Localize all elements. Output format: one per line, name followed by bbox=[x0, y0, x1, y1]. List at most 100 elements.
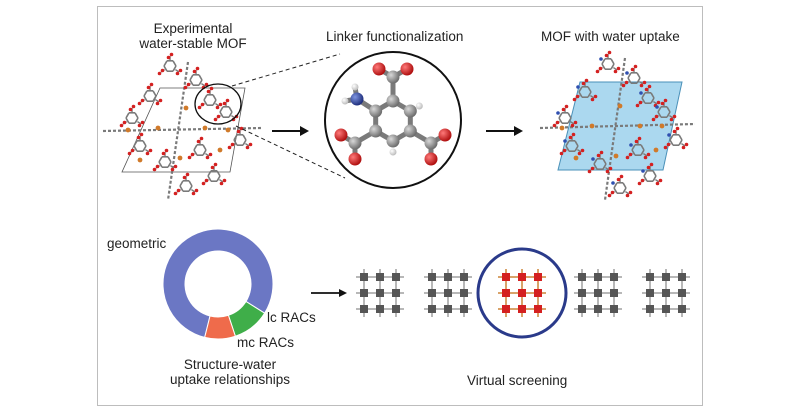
oxygen-atom bbox=[210, 165, 215, 170]
metal-node bbox=[573, 155, 579, 161]
grid-node bbox=[460, 305, 468, 313]
grid-node bbox=[646, 305, 654, 313]
oxygen-atom bbox=[209, 86, 214, 91]
grid-node bbox=[646, 289, 654, 297]
figure-frame bbox=[97, 6, 703, 406]
oxygen-atom bbox=[604, 53, 609, 58]
grid-node bbox=[392, 273, 400, 281]
oxygen-atom bbox=[655, 181, 660, 186]
oxygen-atom bbox=[562, 148, 567, 153]
oxygen-atom bbox=[130, 148, 135, 153]
oxygen-atom bbox=[633, 64, 638, 69]
grid-node bbox=[428, 305, 436, 313]
oxygen-atom bbox=[139, 132, 144, 137]
carbon-atom bbox=[424, 136, 438, 150]
oxygen-atom bbox=[438, 128, 452, 142]
oxygen-atom bbox=[216, 114, 221, 119]
oxygen-atom bbox=[663, 145, 668, 150]
grid-node bbox=[376, 289, 384, 297]
oxygen-atom bbox=[128, 107, 133, 112]
oxygen-atom bbox=[605, 169, 610, 174]
oxygen-atom bbox=[119, 123, 124, 128]
oxygen-atom bbox=[607, 193, 612, 198]
oxygen-atom bbox=[127, 151, 132, 156]
grid-node bbox=[518, 305, 526, 313]
oxygen-atom bbox=[191, 191, 196, 196]
oxygen-atom bbox=[185, 172, 190, 177]
oxygen-atom bbox=[140, 98, 145, 103]
oxygen-atom bbox=[199, 136, 204, 141]
grid-node bbox=[444, 289, 452, 297]
oxygen-atom bbox=[570, 123, 575, 128]
oxygen-atom bbox=[610, 190, 615, 195]
arrow-right-icon bbox=[311, 289, 347, 297]
oxygen-atom bbox=[644, 87, 649, 92]
grid-node bbox=[502, 273, 510, 281]
oxygen-atom bbox=[245, 145, 250, 150]
carbon-atom bbox=[386, 134, 400, 148]
oxygen-atom bbox=[621, 83, 626, 88]
oxygen-atom bbox=[160, 68, 165, 73]
oxygen-atom bbox=[197, 105, 202, 110]
oxygen-atom bbox=[213, 162, 218, 167]
oxygen-atom bbox=[146, 85, 151, 90]
nitrogen-atom bbox=[563, 139, 567, 143]
grid-node bbox=[376, 273, 384, 281]
nitrogen-atom bbox=[591, 157, 595, 161]
oxygen-atom bbox=[608, 166, 613, 171]
oxygen-atom bbox=[190, 152, 195, 157]
oxygen-atom bbox=[640, 178, 645, 183]
metal-node bbox=[202, 125, 208, 131]
carbon-atom bbox=[386, 94, 400, 108]
oxygen-atom bbox=[669, 117, 674, 122]
oxygen-atom bbox=[646, 152, 651, 157]
oxygen-atom bbox=[637, 181, 642, 186]
oxygen-atom bbox=[136, 135, 141, 140]
oxygen-atom bbox=[170, 167, 175, 172]
carbon-atom bbox=[369, 124, 383, 138]
oxygen-atom bbox=[581, 81, 586, 86]
oxygen-atom bbox=[684, 142, 689, 147]
virtual-screening-grids bbox=[356, 269, 690, 317]
oxygen-atom bbox=[222, 178, 227, 183]
grid-node bbox=[534, 305, 542, 313]
experimental-mof-title: Experimental water-stable MOF bbox=[139, 21, 247, 51]
oxygen-atom bbox=[568, 135, 573, 140]
oxygen-atom bbox=[122, 120, 127, 125]
oxygen-atom bbox=[205, 155, 210, 160]
oxygen-atom bbox=[248, 142, 253, 147]
carbon-atom bbox=[386, 70, 400, 84]
oxygen-atom bbox=[590, 166, 595, 171]
metal-node bbox=[617, 103, 623, 109]
nitrogen-atom bbox=[629, 143, 633, 147]
highlight-ellipse bbox=[194, 83, 242, 125]
oxygen-atom bbox=[178, 68, 183, 73]
oxygen-atom bbox=[372, 62, 386, 76]
oxygen-atom bbox=[625, 193, 630, 198]
metal-node bbox=[225, 127, 231, 133]
nitrogen-atom bbox=[611, 181, 615, 185]
oxygen-atom bbox=[613, 69, 618, 74]
oxygen-atom bbox=[194, 188, 199, 193]
oxygen-atom bbox=[681, 145, 686, 150]
grid-node bbox=[460, 289, 468, 297]
oxygen-atom bbox=[663, 98, 668, 103]
oxygen-atom bbox=[607, 50, 612, 55]
oxygen-atom bbox=[654, 114, 659, 119]
oxygen-atom bbox=[672, 114, 677, 119]
oxygen-atom bbox=[630, 67, 635, 72]
oxygen-atom bbox=[624, 80, 629, 85]
nitrogen-atom bbox=[599, 57, 603, 61]
carbon-atom bbox=[403, 104, 417, 118]
hydrogen-atom bbox=[389, 148, 397, 156]
hydrogen-atom bbox=[341, 97, 349, 105]
oxygen-atom bbox=[572, 97, 577, 102]
oxygen-atom bbox=[646, 165, 651, 170]
virtual-screening-caption: Virtual screening bbox=[467, 373, 568, 388]
oxygen-atom bbox=[649, 162, 654, 167]
oxygen-atom bbox=[222, 101, 227, 106]
grid-node bbox=[578, 305, 586, 313]
oxygen-atom bbox=[672, 129, 677, 134]
oxygen-atom bbox=[424, 152, 438, 166]
